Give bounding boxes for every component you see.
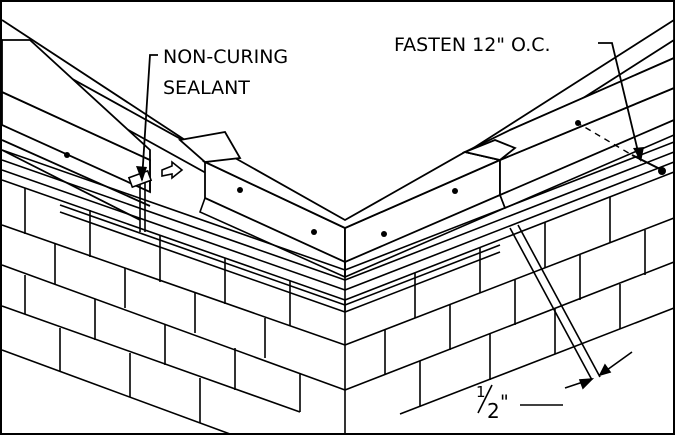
right-course-3 <box>399 307 675 415</box>
fasten-arrowhead <box>633 147 644 162</box>
fasten-leader <box>598 42 641 161</box>
gap-dimension-label: 1 2 " <box>476 383 509 423</box>
fastener-dots <box>64 120 581 237</box>
fastener-dot <box>452 188 458 194</box>
fastener-dot <box>64 152 70 158</box>
masonry-wall <box>1 171 675 435</box>
right-course-1 <box>344 217 675 346</box>
sealant-leader <box>141 54 158 181</box>
fastener-dot <box>237 187 243 193</box>
leaders <box>141 42 641 181</box>
left-coping-upper <box>1 39 151 162</box>
fasten-label: FASTEN 12" O.C. <box>394 34 551 56</box>
right-course-2 <box>344 261 675 391</box>
gap-fraction-numerator: 1 <box>476 383 486 401</box>
dim-arrowhead <box>598 363 612 377</box>
left-fascia-band <box>59 211 346 313</box>
left-course-4 <box>1 349 231 435</box>
joint-cover-right <box>461 139 517 161</box>
coping-caps <box>1 18 675 264</box>
right-fascia-band <box>344 251 501 313</box>
wall-right-face-top <box>344 171 675 301</box>
coping-drips <box>139 120 675 279</box>
gap-fraction-unit: " <box>500 391 509 413</box>
dim-extension <box>517 224 601 378</box>
wall-left-face-top <box>1 179 346 301</box>
sealant-bead <box>127 169 153 189</box>
fastener-screw <box>575 121 666 175</box>
sealant-insert-arrow <box>161 160 184 180</box>
screw-head <box>658 167 666 175</box>
fastener-dot <box>311 229 317 235</box>
leader-arrowheads <box>136 147 644 182</box>
fastener-dot <box>381 231 387 237</box>
sealant-label-line1: NON-CURING <box>163 46 288 68</box>
gap-fraction-denominator: 2 <box>487 399 500 423</box>
right-coping-drip <box>499 120 675 210</box>
right-fascia-band <box>344 161 675 291</box>
left-fascia-band <box>1 149 346 271</box>
left-course-1 <box>1 224 346 346</box>
left-fascia-band <box>59 204 346 306</box>
left-coping-back-edge <box>1 19 186 141</box>
right-fascia-band <box>344 244 501 306</box>
sealant-arrowhead <box>136 166 147 182</box>
dim-arrowhead <box>578 378 595 390</box>
right-fascia-band <box>344 151 675 281</box>
dim-extension <box>509 227 593 381</box>
left-course-3 <box>1 305 301 413</box>
left-coping-drip <box>1 139 151 207</box>
gap-fraction-bar <box>477 384 493 414</box>
left-fascia-band <box>1 169 346 291</box>
joint-cover-left <box>178 131 242 163</box>
sealant-detail <box>127 160 184 189</box>
gap-dimension <box>509 224 633 406</box>
sealant-label-line2: SEALANT <box>163 77 250 99</box>
left-course-2 <box>1 264 346 391</box>
left-coping-drip <box>1 149 141 221</box>
screw-shank <box>631 154 663 171</box>
